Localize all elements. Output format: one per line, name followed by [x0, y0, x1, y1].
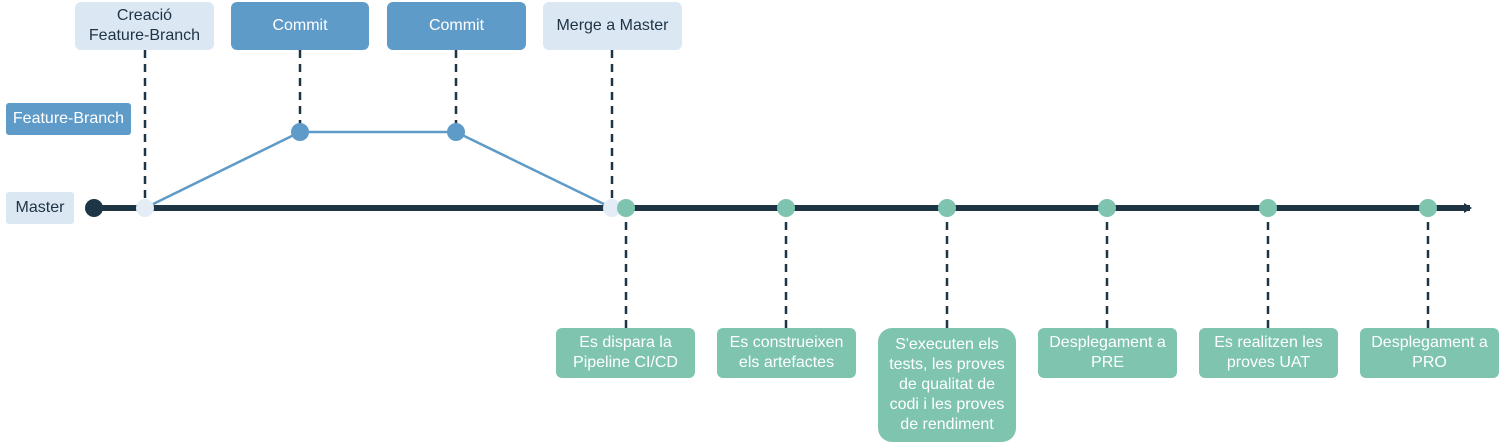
- feature-branch-lane-label: Feature-Branch: [6, 103, 131, 135]
- step-node-2: [777, 199, 795, 217]
- step-desplegament-pro: Desplegament a PRO: [1360, 328, 1499, 378]
- event-commit-2: Commit: [387, 2, 526, 50]
- step-construeixen-artefactes: Es construeixen els artefactes: [717, 328, 856, 378]
- step-node-6: [1419, 199, 1437, 217]
- event-commit-1: Commit: [231, 2, 369, 50]
- step-executen-tests: S'executen els tests, les proves de qual…: [878, 328, 1016, 442]
- step-node-4: [1098, 199, 1116, 217]
- merge-node: [603, 199, 621, 217]
- event-merge-a-master: Merge a Master: [543, 2, 682, 50]
- step-proves-uat: Es realitzen les proves UAT: [1199, 328, 1338, 378]
- commit-node-2: [447, 123, 465, 141]
- step-node-3: [938, 199, 956, 217]
- master-lane-label: Master: [6, 192, 74, 224]
- step-node-5: [1259, 199, 1277, 217]
- step-node-1: [617, 199, 635, 217]
- branch-start-node: [136, 199, 154, 217]
- master-start-node: [85, 199, 103, 217]
- step-desplegament-pre: Desplegament a PRE: [1038, 328, 1177, 378]
- event-creacio-feature-branch: Creació Feature-Branch: [75, 2, 214, 50]
- commit-node-1: [291, 123, 309, 141]
- step-dispara-pipeline: Es dispara la Pipeline CI/CD: [556, 328, 695, 378]
- feature-branch-line: [144, 130, 613, 210]
